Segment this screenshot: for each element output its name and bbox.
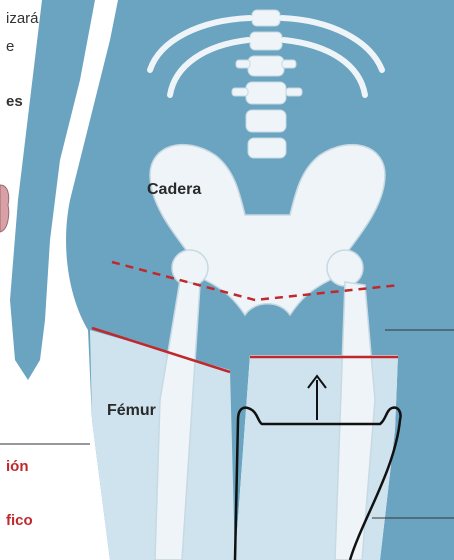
side-red-text-2: fico	[6, 512, 33, 529]
left-femoral-head	[172, 250, 208, 286]
side-text-2: e	[6, 38, 14, 55]
right-femoral-head	[327, 250, 363, 286]
side-text-3: es	[6, 93, 23, 110]
hip-label: Cadera	[147, 181, 201, 199]
side-text-1: izará	[6, 10, 39, 27]
femur-label: Fémur	[107, 402, 156, 420]
side-red-text-1: ión	[6, 458, 29, 475]
